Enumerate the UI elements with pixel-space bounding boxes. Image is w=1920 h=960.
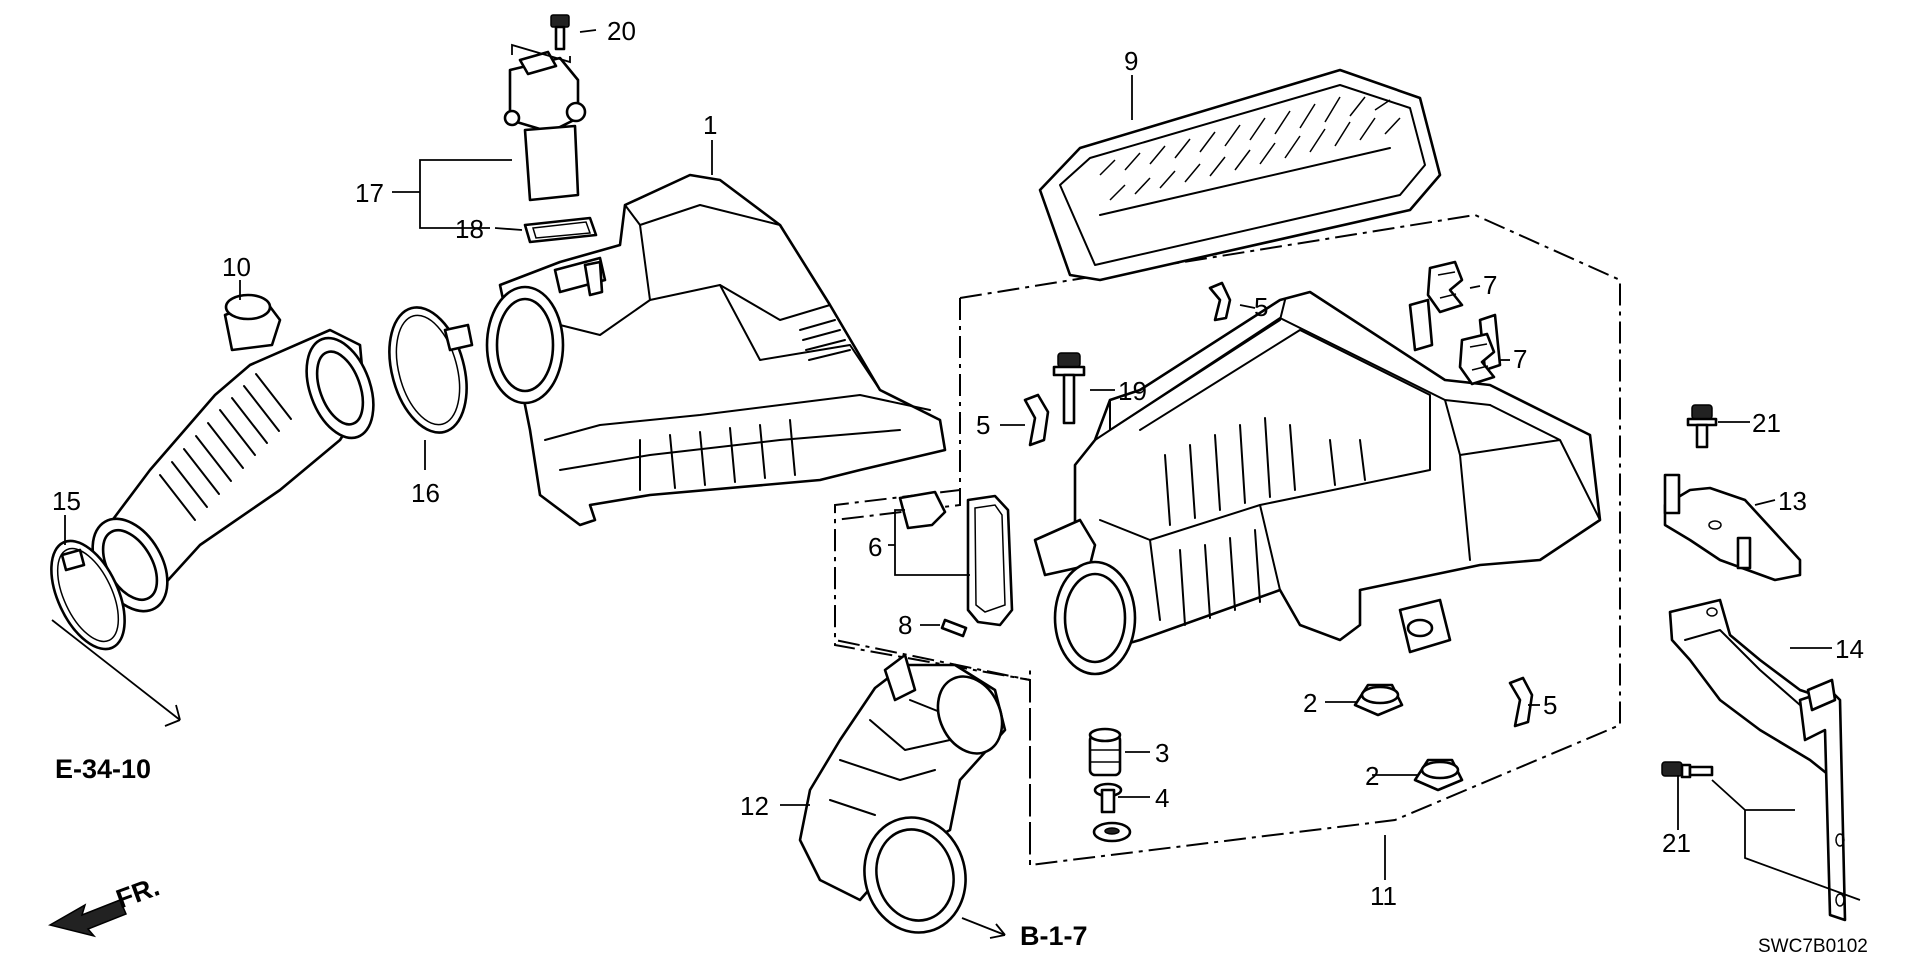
bolt-part-19	[1052, 352, 1086, 425]
screw-part-20	[550, 14, 570, 51]
leader-lines	[51, 29, 1861, 939]
outlet-elbow-duct-part-12	[798, 653, 1007, 934]
callout-17: 17	[355, 178, 384, 208]
clip-part-5-top	[1208, 281, 1232, 322]
callout-4: 4	[1155, 783, 1169, 813]
bushing-part-3	[1088, 727, 1122, 777]
clip-part-7-lower	[1458, 332, 1496, 386]
air-cleaner-housing-part-11	[1033, 290, 1602, 676]
bolt-part-21-lower	[1661, 761, 1714, 779]
callout-15: 15	[52, 486, 81, 516]
callout-12: 12	[740, 791, 769, 821]
callout-2-upper: 2	[1303, 688, 1317, 718]
hose-clamp-part-15	[50, 539, 126, 651]
airflow-sensor-part-17	[503, 50, 587, 202]
callout-18: 18	[455, 214, 484, 244]
gasket-part-18	[523, 216, 598, 244]
collar-part-4	[1093, 782, 1123, 814]
clip-part-5-bottom	[1508, 676, 1534, 728]
callout-19: 19	[1118, 376, 1147, 406]
callout-8: 8	[898, 610, 912, 640]
intake-duct-part-10	[91, 293, 375, 613]
callout-5-top: 5	[1254, 292, 1268, 322]
callout-1: 1	[703, 110, 717, 140]
callout-5-left: 5	[976, 410, 990, 440]
callout-20: 20	[607, 16, 636, 46]
callout-16: 16	[411, 478, 440, 508]
callout-6: 6	[868, 532, 882, 562]
bolt-part-21-upper	[1686, 404, 1718, 449]
washer	[1092, 821, 1132, 843]
reference-e-34-10: E-34-10	[55, 754, 151, 784]
rubber-mount-part-2-lower	[1413, 758, 1464, 792]
callout-7-lower: 7	[1513, 344, 1527, 374]
front-direction-arrow	[48, 899, 127, 938]
callout-21-lower: 21	[1662, 828, 1691, 858]
callout-21-upper: 21	[1752, 408, 1781, 438]
diagram-code: SWC7B0102	[1758, 936, 1868, 957]
air-filter-element-part-9	[1038, 68, 1442, 282]
air-cleaner-cover-part-1	[485, 173, 947, 527]
clip-part-5-left	[1023, 393, 1050, 447]
callout-14: 14	[1835, 634, 1864, 664]
pin-part-8	[940, 618, 968, 638]
callout-9: 9	[1124, 46, 1138, 76]
bracket-part-13	[1663, 473, 1802, 582]
front-label: FR.	[112, 871, 163, 914]
callout-7-upper: 7	[1483, 270, 1497, 300]
callout-13: 13	[1778, 486, 1807, 516]
bracket-part-14	[1668, 598, 1847, 922]
callout-5-bottom: 5	[1543, 690, 1557, 720]
callout-2-lower: 2	[1365, 761, 1379, 791]
hose-clamp-part-16	[388, 306, 474, 434]
clip-part-7-upper	[1426, 260, 1464, 314]
rubber-mount-part-2-upper	[1353, 683, 1404, 717]
callout-10: 10	[222, 252, 251, 282]
callout-3: 3	[1155, 738, 1169, 768]
housing-group-boundary-left	[834, 298, 1031, 865]
seal-part-6	[898, 490, 1014, 627]
reference-b-1-7: B-1-7	[1020, 921, 1088, 951]
callout-11: 11	[1370, 881, 1397, 911]
